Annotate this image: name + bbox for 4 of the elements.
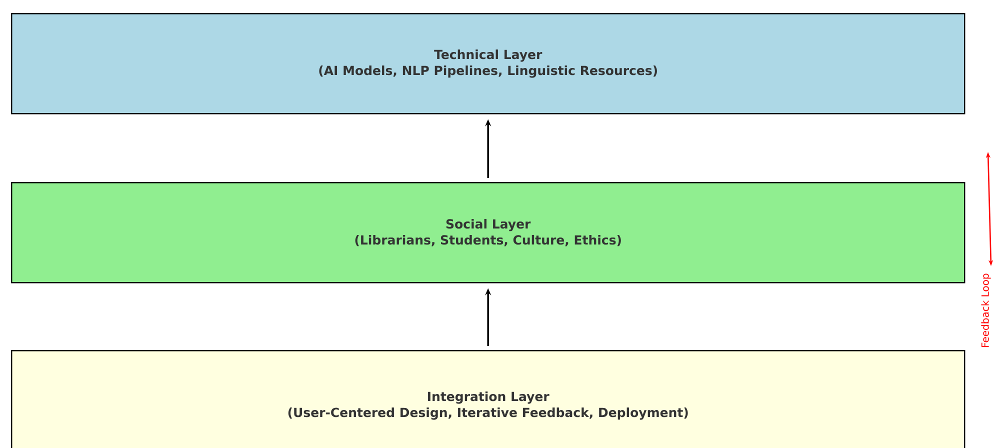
feedback-label: Feedback Loop [981,274,991,347]
layer-box: Technical Layer (AI Models, NLP Pipelines, Linguistic Resources) [11,13,966,114]
layer-box: Social Layer (Librarians, Students, Culture, Ethics) [11,182,966,284]
layer-box: Integration Layer (User-Centered Design, Iterative Feedback, Deployment) [11,350,966,448]
